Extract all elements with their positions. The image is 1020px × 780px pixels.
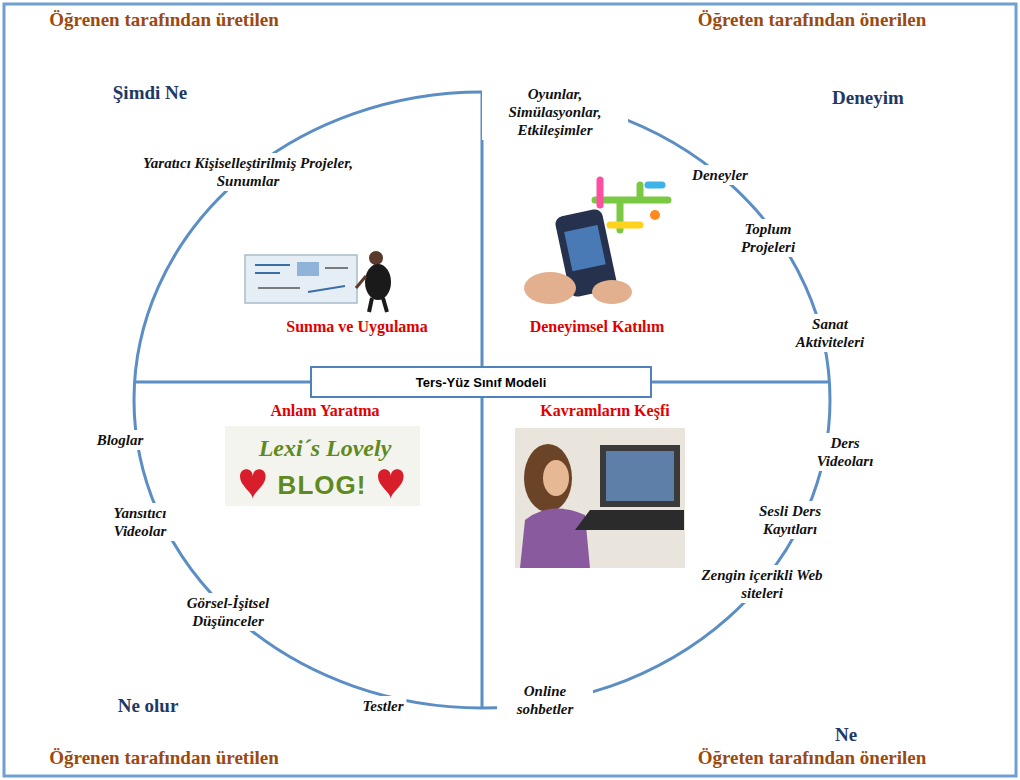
phone-picture-part [610,222,640,229]
phone-picture-part [595,185,668,230]
whiteboard-picture-part [325,267,348,269]
group-heading: Öğrenen tarafından üretilen [49,9,278,32]
quadrant-title: Deneyimsel Katılım [530,317,665,336]
blog-picture-part [225,426,420,506]
activity-label: Testler [359,696,406,716]
activity-label: Zengin içerikli Web siteleri [689,565,835,603]
activity-label: Yaratıcı Kişiselleştirilmiş Projeler, Su… [129,153,367,191]
quadrant-question: Şimdi Ne [113,82,187,105]
activity-label: Yansıtıcı Videolar [92,503,188,541]
laptop-picture-part [524,444,572,512]
frame-border [4,4,1016,776]
laptop-picture-part [606,451,674,501]
group-heading: Öğreten tarafından önerilen [698,747,927,770]
blog-picture-text: BLOG! [278,470,367,501]
whiteboard-picture-part [245,255,357,303]
whiteboard-picture-part [383,298,387,312]
activity-label: Deneyler [689,165,751,185]
whiteboard-picture-part [255,264,290,266]
activity-label: Online sohbetler [497,681,593,719]
quadrant-title: Sunma ve Uygulama [286,317,427,336]
phone-picture-part [648,182,662,189]
laptop-picture-part [543,460,569,496]
activity-label: Oyunlar, Simülasyonlar, Etkileşimler [482,84,628,140]
whiteboard-picture-part [356,276,366,288]
phone-picture-part [564,225,606,271]
quadrant-question: Deneyim [832,87,904,110]
activity-label: Sanat Aktiviteleri [782,314,878,352]
activity-label: Sesli Ders Kayıtları [737,501,843,539]
activity-label: Görsel-İşitsel Düşünceler [155,593,301,631]
phone-picture [524,180,668,304]
phone-picture-part [524,272,576,304]
whiteboard-picture-part [369,251,383,265]
group-heading: Öğreten tarafından önerilen [698,9,927,32]
blog-picture-part [240,469,266,499]
model-title-box: Ters-Yüz Sınıf Modeli [310,366,652,398]
phone-picture-part [597,180,604,205]
phone-picture-part [592,280,632,304]
whiteboard-picture-part [297,262,319,276]
whiteboard-picture [245,251,391,312]
activity-label: Ders Videoları [802,433,888,471]
whiteboard-picture-part [255,272,280,274]
laptop-picture-part [575,510,684,530]
laptop-picture-part [600,445,680,507]
whiteboard-picture-part [365,264,391,300]
whiteboard-picture-part [258,287,300,289]
laptop-picture [515,428,685,568]
quadrant-title: Anlam Yaratma [270,401,379,420]
quadrant-question: Ne [835,724,857,747]
model-circle-part [481,92,484,708]
blog-picture-text: Lexi´s Lovely [259,434,392,463]
activity-label: Toplum Projeleri [725,219,811,257]
quadrant-question: Ne olur [118,695,179,718]
blog-picture [225,426,420,506]
laptop-picture-part [515,428,685,568]
model-title: Ters-Yüz Sınıf Modeli [416,375,547,390]
quadrant-title: Kavramların Keşfi [540,401,669,420]
whiteboard-picture-part [308,286,345,292]
whiteboard-picture-part [369,298,372,312]
activity-label: Bloglar [94,430,147,450]
laptop-picture-part [520,509,590,568]
group-heading: Öğrenen tarafından üretilen [49,747,278,770]
blog-picture-part [378,469,404,499]
phone-picture-part [650,210,660,220]
